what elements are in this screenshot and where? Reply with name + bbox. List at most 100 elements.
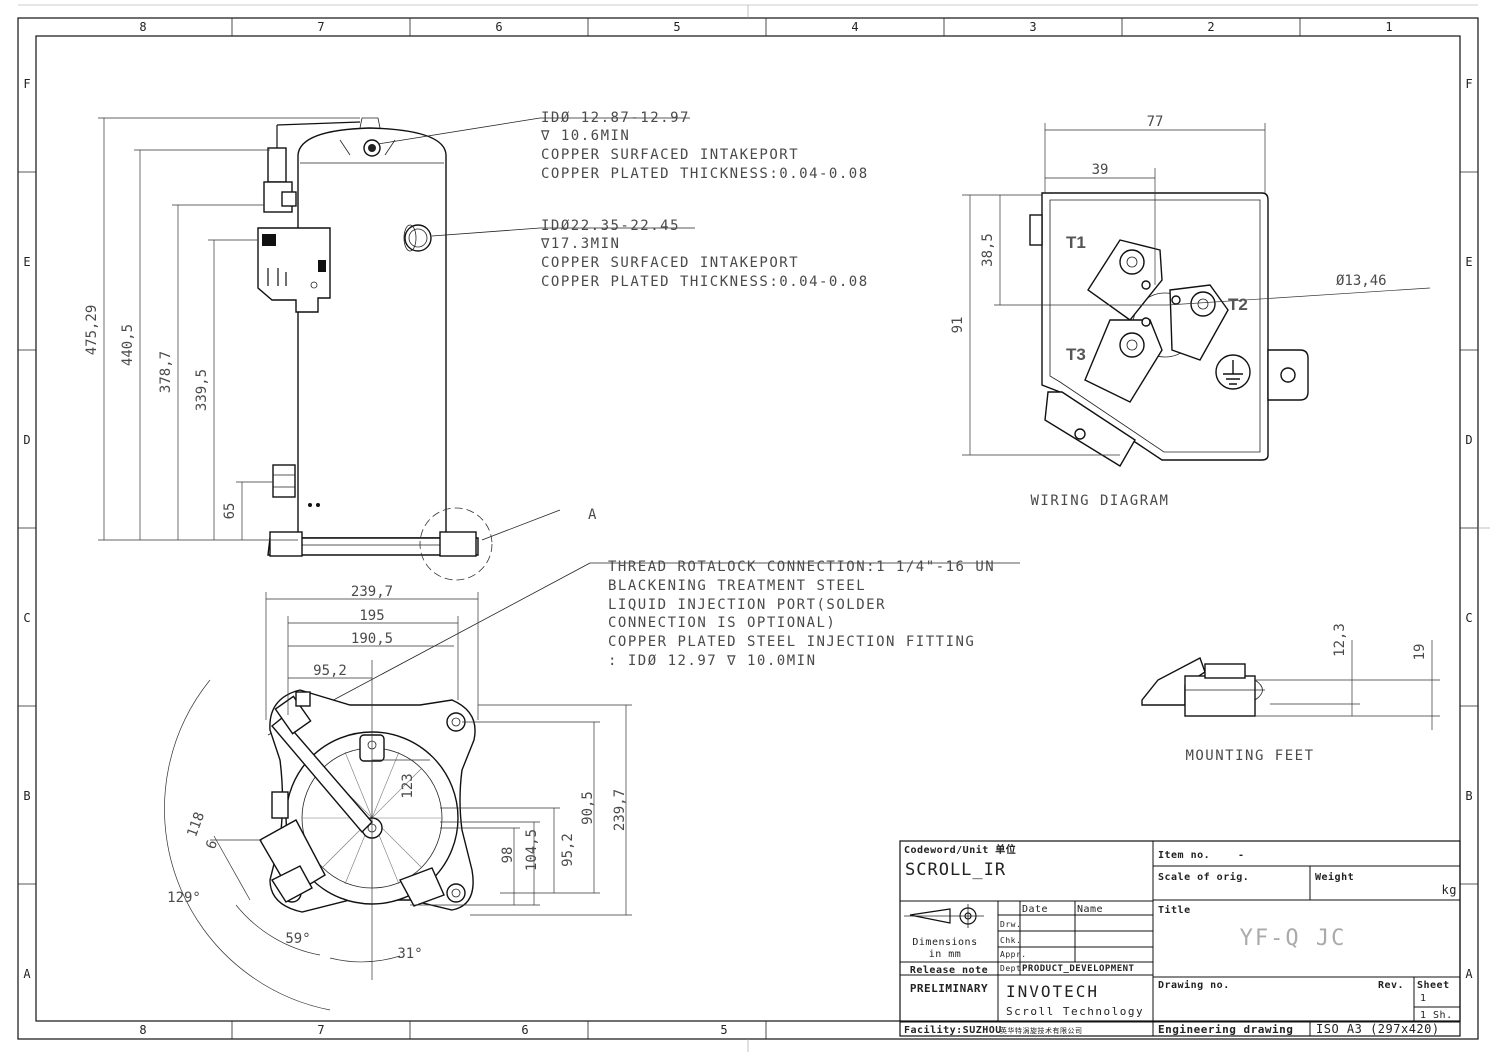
zone-left-D: D: [23, 433, 30, 447]
zone-top-5: 5: [673, 20, 680, 34]
tb-weight-label: Weight: [1315, 871, 1354, 883]
note-intake-large-4: COPPER PLATED THICKNESS:0.04-0.08: [541, 274, 869, 290]
dim-width-overall: 239,7: [351, 584, 393, 600]
zone-left-F: F: [23, 77, 30, 91]
tb-dept-value: PRODUCT_DEVELOPMENT: [1022, 964, 1135, 974]
zone-bottom-8: 8: [139, 1023, 146, 1037]
zone-right-D: D: [1465, 433, 1472, 447]
wiring-caption: WIRING DIAGRAM: [1030, 493, 1169, 509]
tb-in-mm: in mm: [929, 949, 962, 960]
note-intake-small-2: ∇ 10.6MIN: [540, 128, 630, 144]
feet-dim-height-2: 19: [1412, 644, 1428, 661]
compressor-side-view: [257, 117, 561, 581]
zone-top-6: 6: [495, 20, 502, 34]
dim-depth-95: 95,2: [560, 833, 576, 867]
compressor-top-view: [259, 689, 476, 913]
top-view-dimension-lines: [164, 592, 632, 1011]
note-thread-3: LIQUID INJECTION PORT(SOLDER: [608, 597, 886, 613]
zone-top-8: 8: [139, 20, 146, 34]
wiring-dim-width: 77: [1147, 114, 1164, 130]
tb-chk: Chk.: [1000, 936, 1021, 945]
zone-left-E: E: [23, 255, 30, 269]
angle-31: 31°: [397, 946, 422, 962]
wiring-dim-height-2: 91: [950, 317, 966, 334]
note-intake-small-1: IDØ 12.87-12.97: [541, 110, 690, 126]
zone-right-C: C: [1465, 611, 1472, 625]
tb-title-label: Title: [1158, 904, 1191, 916]
angle-129: 129°: [167, 890, 201, 906]
title-block: [899, 840, 1461, 1037]
dim-depth-104: 104,5: [524, 829, 540, 871]
zone-top-1: 1: [1385, 20, 1392, 34]
tb-company-sub: Scroll Technology: [1006, 1005, 1144, 1018]
dim-width-95: 95,2: [313, 663, 347, 679]
tb-rev-label: Rev.: [1378, 980, 1404, 991]
dim-depth-overall: 239,7: [612, 789, 628, 831]
dim-height-4: 339,5: [194, 369, 210, 411]
dim-box-118: 118: [184, 810, 208, 839]
feet-dimension-lines: [1255, 640, 1440, 730]
zone-right-F: F: [1465, 77, 1472, 91]
zone-right-E: E: [1465, 255, 1472, 269]
dim-height-3: 378,7: [158, 351, 174, 393]
zone-right-B: B: [1465, 789, 1472, 803]
zone-left-A: A: [23, 967, 31, 981]
note-intake-large-2: ∇17.3MIN: [540, 236, 620, 252]
zone-top-3: 3: [1029, 20, 1036, 34]
tb-title-value: YF-Q JC: [1240, 926, 1347, 951]
tb-drw: Drw.: [1000, 920, 1021, 929]
tb-item-label: Item no.: [1158, 850, 1210, 861]
wiring-dimension-lines: [962, 123, 1431, 456]
wiring-diagram: [1029, 192, 1309, 467]
tb-sheet-label: Sheet: [1417, 980, 1450, 991]
terminal-label-t3: T3: [1066, 345, 1086, 364]
tb-company: INVOTECH: [1006, 982, 1099, 1001]
note-thread-4: CONNECTION IS OPTIONAL): [608, 615, 836, 631]
note-thread-5: COPPER PLATED STEEL INJECTION FITTING: [608, 634, 975, 650]
note-thread-2: BLACKENING TREATMENT STEEL: [608, 578, 866, 594]
note-thread-1: THREAD ROTALOCK CONNECTION:1 1/4"-16 UN: [608, 559, 995, 575]
tb-dimensions-label: Dimensions: [912, 937, 977, 948]
mounting-feet-detail: [1141, 657, 1265, 717]
zone-top-4: 4: [851, 20, 858, 34]
top-zone-ticks: [18, 18, 1478, 1039]
tb-codeword-label: Codeword/Unit 单位: [904, 843, 1016, 856]
dim-height-overall: 475,29: [84, 305, 100, 356]
zone-right-A: A: [1465, 967, 1473, 981]
detail-ref-a: A: [588, 507, 598, 523]
wiring-dim-diameter: Ø13,46: [1336, 273, 1387, 289]
tb-format: ISO A3 (297x420): [1316, 1022, 1440, 1036]
wiring-dim-height-1: 38,5: [980, 233, 996, 267]
wiring-dim-offset: 39: [1092, 162, 1109, 178]
zone-left-C: C: [23, 611, 30, 625]
tb-dept: Dept: [1000, 964, 1021, 973]
tb-release-value: PRELIMINARY: [910, 982, 988, 995]
tb-facility-cn: 英华特涡旋技术有限公司: [1000, 1026, 1083, 1035]
tb-codeword-value: SCROLL_IR: [905, 860, 1006, 880]
tb-name-label: Name: [1077, 904, 1103, 915]
note-intake-small-3: COPPER SURFACED INTAKEPORT: [541, 147, 799, 163]
tb-appr: Appr.: [1000, 950, 1027, 959]
feet-dim-height-1: 12,3: [1332, 623, 1348, 657]
zone-left-B: B: [23, 789, 30, 803]
note-intake-small-4: COPPER PLATED THICKNESS:0.04-0.08: [541, 166, 869, 182]
note-intake-large-1: IDØ22.35-22.45: [541, 218, 680, 234]
tb-item-value: -: [1238, 850, 1245, 861]
tb-eng-label: Engineering drawing: [1158, 1023, 1293, 1036]
angle-59: 59°: [285, 931, 310, 947]
tb-weight-unit: kg: [1442, 883, 1457, 897]
dim-depth-98: 98: [500, 847, 516, 864]
zone-bottom-7: 7: [317, 1023, 324, 1037]
tb-date-label: Date: [1022, 904, 1048, 915]
dim-height-2: 440,5: [120, 324, 136, 366]
dim-center-offset: 123: [400, 773, 416, 798]
terminal-label-t2: T2: [1228, 295, 1248, 314]
tb-sheet-value: 1: [1420, 993, 1427, 1004]
dim-width-190: 190,5: [351, 631, 393, 647]
tb-sheets-value: 1 Sh.: [1420, 1010, 1453, 1021]
terminal-label-t1: T1: [1066, 233, 1086, 252]
tb-release-label: Release note: [910, 965, 988, 976]
zone-bottom-6: 6: [521, 1023, 528, 1037]
zone-top-2: 2: [1207, 20, 1214, 34]
